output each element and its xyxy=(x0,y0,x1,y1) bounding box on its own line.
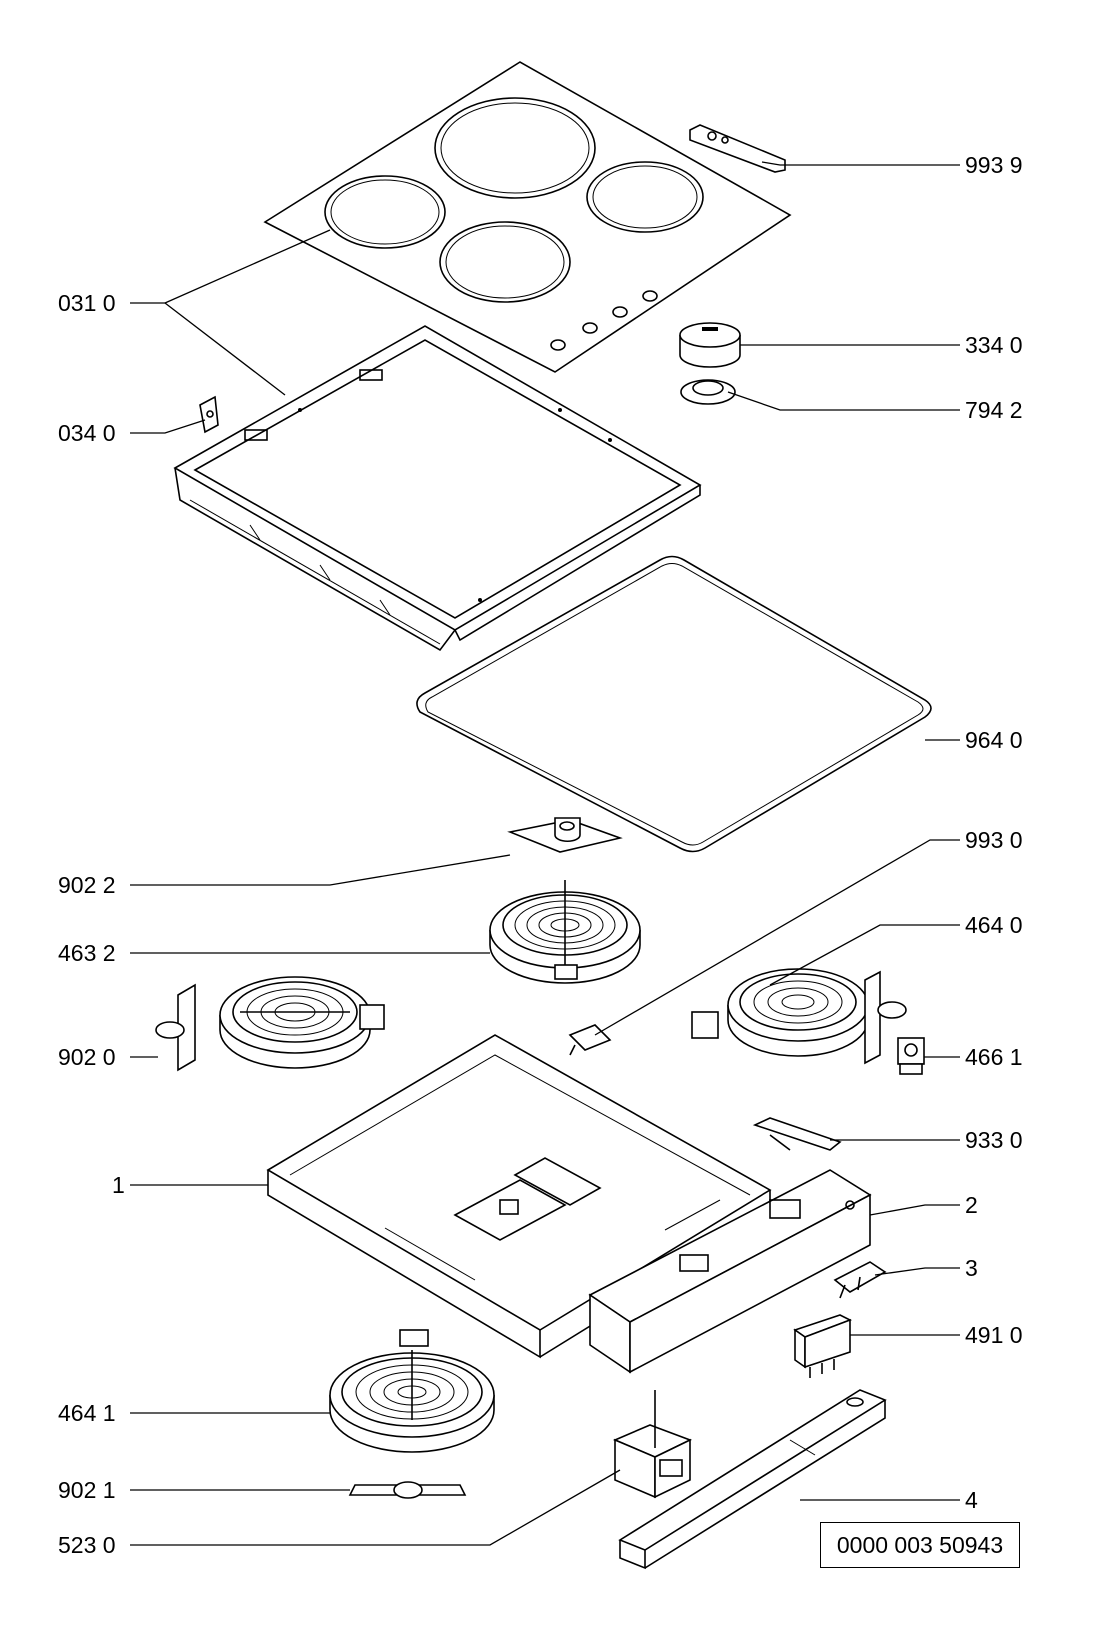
label-2: 2 xyxy=(965,1192,978,1218)
label-3: 3 xyxy=(965,1255,978,1281)
label-794-2: 794 2 xyxy=(965,397,1023,423)
heater-bracket-902-1 xyxy=(348,1481,467,1499)
cover-strip xyxy=(618,1389,887,1570)
label-902-0: 902 0 xyxy=(58,1044,116,1070)
label-034-0: 034 0 xyxy=(58,420,116,446)
label-466-1: 466 1 xyxy=(965,1044,1023,1070)
document-number-box: 0000 003 50943 xyxy=(820,1522,1020,1568)
leader-lines xyxy=(130,161,960,1546)
label-464-1: 464 1 xyxy=(58,1400,116,1426)
ceramic-glass-top xyxy=(263,61,792,373)
label-523-0: 523 0 xyxy=(58,1532,116,1558)
hob-frame xyxy=(173,325,702,652)
sensor-rod-933-0 xyxy=(752,1117,842,1151)
radiant-heater-464-1 xyxy=(329,1329,495,1453)
label-464-0: 464 0 xyxy=(965,912,1023,938)
knob-holder-ring xyxy=(680,379,736,405)
label-463-2: 463 2 xyxy=(58,940,116,966)
fixing-strip-993-9 xyxy=(689,124,786,173)
radiant-heater-463-2 xyxy=(489,880,641,984)
label-902-2: 902 2 xyxy=(58,872,116,898)
label-031-0: 031 0 xyxy=(58,290,116,316)
glass-seal xyxy=(416,555,932,853)
label-964-0: 964 0 xyxy=(965,727,1023,753)
control-housing xyxy=(588,1169,872,1374)
heater-bracket-902-2 xyxy=(507,817,623,853)
label-4: 4 xyxy=(965,1487,978,1513)
label-993-0: 993 0 xyxy=(965,827,1023,853)
spring-clip-993-0 xyxy=(568,1024,612,1056)
connector-clip xyxy=(833,1261,887,1299)
label-334-0: 334 0 xyxy=(965,332,1023,358)
radiant-heater-464-0 xyxy=(691,968,907,1065)
frame-clip xyxy=(199,395,219,434)
terminal-block xyxy=(793,1314,852,1378)
label-933-0: 933 0 xyxy=(965,1127,1023,1153)
label-902-1: 902 1 xyxy=(58,1477,116,1503)
switch-466-1 xyxy=(897,1037,925,1075)
label-491-0: 491 0 xyxy=(965,1322,1023,1348)
label-993-9: 993 9 xyxy=(965,152,1023,178)
radiant-heater-902-0 xyxy=(155,976,385,1072)
control-knob xyxy=(679,322,741,368)
label-1: 1 xyxy=(112,1172,125,1198)
energy-regulator xyxy=(612,1390,693,1499)
